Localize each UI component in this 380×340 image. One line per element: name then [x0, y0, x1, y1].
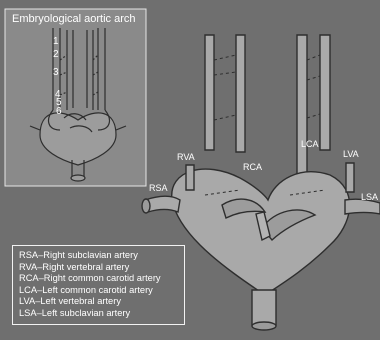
right-subclavian-end — [142, 199, 150, 213]
legend-item: LSA–Left subclavian artery — [19, 308, 184, 320]
inset-title: Embryological aortic arch — [12, 13, 136, 25]
right-vertebral — [186, 165, 194, 190]
right-inner-vessel — [297, 35, 307, 175]
label-lsa: LSA — [361, 193, 378, 202]
arch-number-3: 3 — [53, 68, 59, 78]
legend-item: RVA–Right vertebral artery — [19, 262, 184, 274]
inset-trunk-end — [71, 175, 85, 181]
legend-box: RSA–Right subclavian artery RVA–Right ve… — [12, 245, 185, 325]
label-lva: LVA — [343, 150, 359, 159]
right-outer-vessel — [320, 35, 330, 150]
left-outer-vessel — [205, 35, 214, 150]
label-rsa: RSA — [149, 184, 168, 193]
arch-number-2: 2 — [53, 50, 59, 60]
arch-number-1: 1 — [53, 37, 59, 47]
descending-trunk — [252, 290, 276, 325]
legend-item: LCA–Left common carotid artery — [19, 285, 184, 297]
legend-item: LVA–Left vertebral artery — [19, 296, 184, 308]
label-rva: RVA — [177, 153, 195, 162]
legend-item: RSA–Right subclavian artery — [19, 250, 184, 262]
arch-number-6: 6 — [56, 107, 62, 117]
legend-item: RCA–Right common carotid artery — [19, 273, 184, 285]
regressed-segment-left — [214, 55, 236, 120]
label-lca: LCA — [301, 140, 319, 149]
label-rca: RCA — [243, 163, 262, 172]
left-inner-vessel — [236, 35, 245, 152]
trunk-end — [252, 322, 276, 330]
regressed-segment-right — [307, 55, 320, 118]
left-vertebral — [346, 163, 354, 192]
